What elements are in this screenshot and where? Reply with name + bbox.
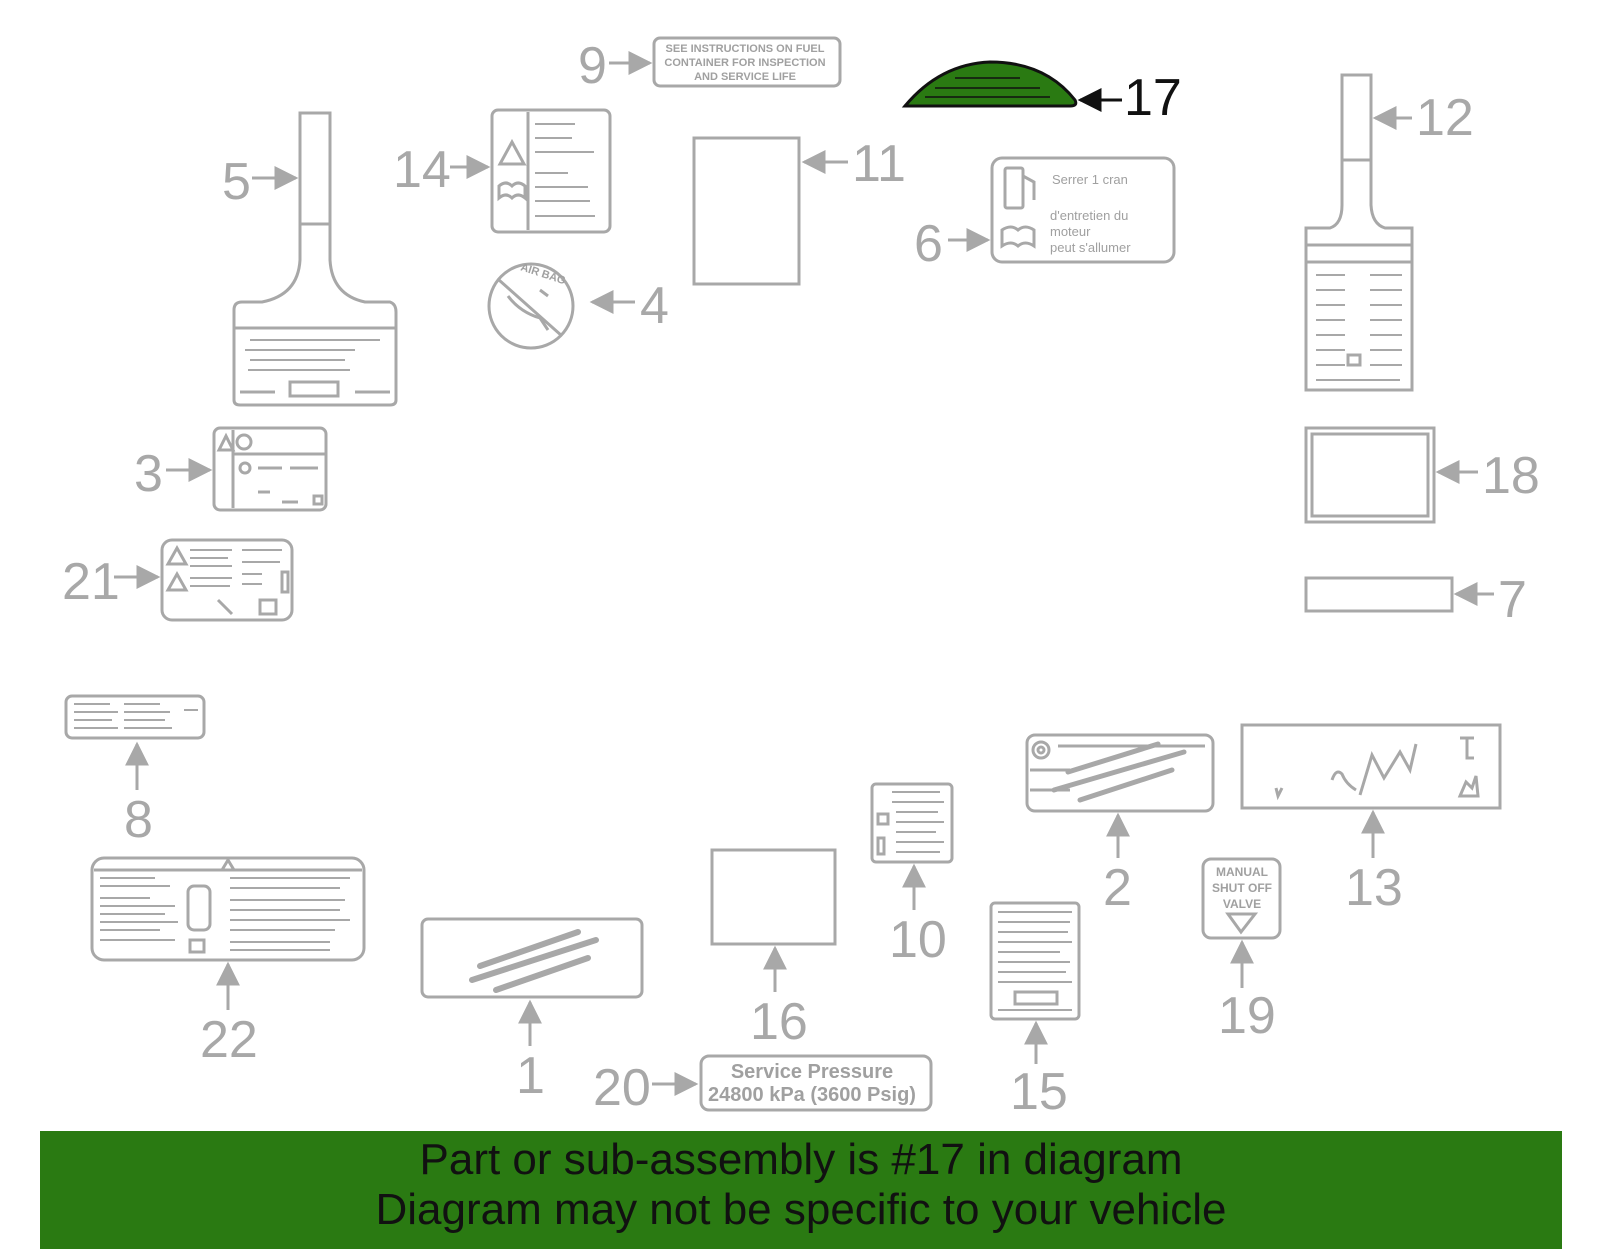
banner-line-1: Part or sub-assembly is #17 in diagram (419, 1135, 1183, 1184)
callout-12: 12 (1416, 89, 1474, 147)
fuel-text-1: SEE INSTRUCTIONS ON FUEL (666, 43, 825, 55)
part-6-label[interactable] (948, 156, 1176, 264)
callout-14: 14 (393, 141, 451, 199)
callout-16: 16 (750, 993, 808, 1051)
part-1-label[interactable] (420, 917, 644, 1046)
part-5-label[interactable] (232, 111, 398, 407)
french-text-2: d'entretien du (1050, 208, 1128, 223)
part-18-label[interactable] (1304, 426, 1478, 524)
callout-11: 11 (852, 135, 906, 193)
callout-20: 20 (593, 1059, 651, 1117)
callout-4: 4 (640, 277, 669, 335)
part-7-label[interactable] (1304, 576, 1494, 613)
pressure-text-1: Service Pressure (731, 1061, 893, 1083)
valve-text-3: VALVE (1223, 897, 1261, 911)
part-12-label[interactable] (1304, 73, 1414, 392)
callout-17: 17 (1124, 69, 1182, 127)
callout-18: 18 (1482, 447, 1540, 505)
part-22-label[interactable] (90, 856, 366, 1010)
callout-6: 6 (914, 215, 943, 273)
valve-text-1: MANUAL (1216, 865, 1268, 879)
part-21-label[interactable] (114, 538, 294, 622)
callout-1: 1 (516, 1047, 545, 1105)
callout-8: 8 (124, 791, 153, 849)
callout-3: 3 (134, 445, 163, 503)
part-17-label-highlighted[interactable] (901, 60, 1122, 112)
part-4-airbag-label[interactable] (487, 262, 635, 350)
part-19-label[interactable] (1201, 857, 1282, 988)
fuel-text-3: AND SERVICE LIFE (694, 71, 796, 83)
callout-13: 13 (1345, 859, 1403, 917)
valve-text-2: SHUT OFF (1212, 881, 1272, 895)
part-3-label[interactable] (166, 426, 328, 512)
callout-19: 19 (1218, 987, 1276, 1045)
french-text-1: Serrer 1 cran (1052, 172, 1128, 187)
callout-15: 15 (1010, 1063, 1068, 1121)
french-text-4: peut s'allumer (1050, 240, 1131, 255)
french-text-3: moteur (1050, 224, 1091, 239)
part-10-label[interactable] (870, 782, 954, 910)
part-13-label[interactable] (1240, 723, 1502, 858)
part-15-label[interactable] (989, 901, 1081, 1064)
part-8-label[interactable] (64, 694, 206, 790)
fuel-text-2: CONTAINER FOR INSPECTION (664, 57, 825, 69)
part-20-label[interactable] (652, 1054, 933, 1112)
callout-5: 5 (222, 153, 251, 211)
info-banner: Part or sub-assembly is #17 in diagram D… (40, 1131, 1562, 1249)
pressure-text-2: 24800 kPa (3600 Psig) (708, 1084, 916, 1106)
banner-line-2: Diagram may not be specific to your vehi… (375, 1185, 1227, 1234)
callout-10: 10 (889, 911, 947, 969)
callout-2: 2 (1103, 859, 1132, 917)
part-14-label[interactable] (450, 108, 612, 234)
callout-21: 21 (62, 553, 120, 611)
part-16-label[interactable] (710, 848, 837, 992)
part-9-label[interactable] (609, 36, 842, 88)
part-2-label[interactable] (1025, 733, 1215, 858)
callout-22: 22 (200, 1011, 258, 1069)
part-11-label[interactable] (692, 136, 848, 286)
callout-7: 7 (1498, 571, 1527, 629)
callout-9: 9 (578, 37, 607, 95)
